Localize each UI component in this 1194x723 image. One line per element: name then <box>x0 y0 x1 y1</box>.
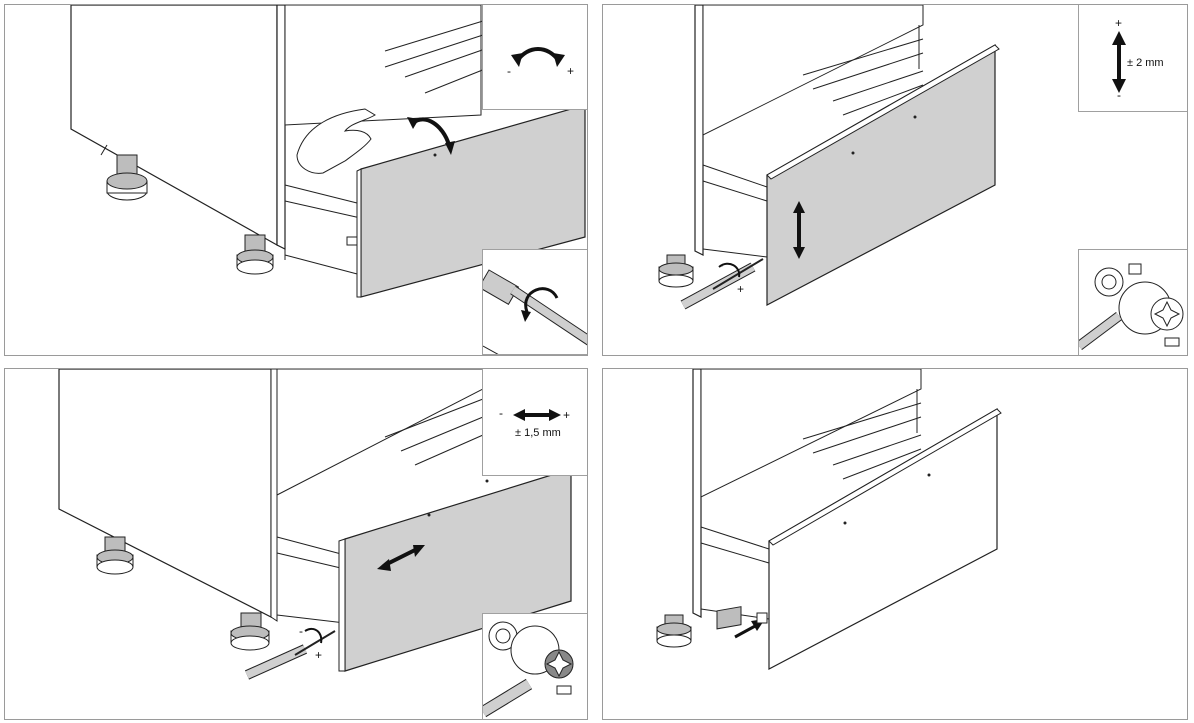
adjustable-foot <box>106 154 148 201</box>
step-4-drawing <box>656 369 1002 670</box>
minus-label: - <box>1117 88 1121 102</box>
screw-minus-label: - <box>299 624 303 638</box>
step-4-panel <box>602 368 1188 720</box>
side-adjust-inset: - + ± 1,5 mm <box>482 369 587 476</box>
minus-label: - <box>507 64 511 78</box>
plus-label: + <box>567 64 575 78</box>
screw-plus-label: + <box>315 648 323 662</box>
screw-plus-label: + <box>737 282 745 296</box>
adjustment-screw-icon <box>1079 263 1184 350</box>
minus-label: - <box>499 406 503 420</box>
tilt-inset: - + <box>482 5 587 110</box>
height-adjust-inset: + - ± 2 mm <box>1078 5 1187 112</box>
plus-label: + <box>1115 16 1123 30</box>
measure-label: ± 1,5 mm <box>515 427 561 439</box>
screw-detail-inset <box>482 613 587 719</box>
step-3-drawing <box>58 369 572 680</box>
screwdriver-icon <box>483 269 587 354</box>
step-1-drawing <box>70 5 586 298</box>
adjustment-screw-icon <box>483 621 574 718</box>
plus-label: + <box>563 408 571 422</box>
screwdriver-inset <box>482 249 587 355</box>
step-1-panel: - + <box>4 4 588 356</box>
measure-label: ± 2 mm <box>1127 57 1164 69</box>
screw-minus-label: - <box>719 258 723 272</box>
cover-cap <box>716 606 742 630</box>
step-2-drawing <box>658 5 1000 310</box>
step-2-panel: - + + - ± 2 mm <box>602 4 1188 356</box>
screw-detail-inset <box>1078 249 1187 355</box>
step-3-panel: - + - + ± 1,5 mm <box>4 368 588 720</box>
